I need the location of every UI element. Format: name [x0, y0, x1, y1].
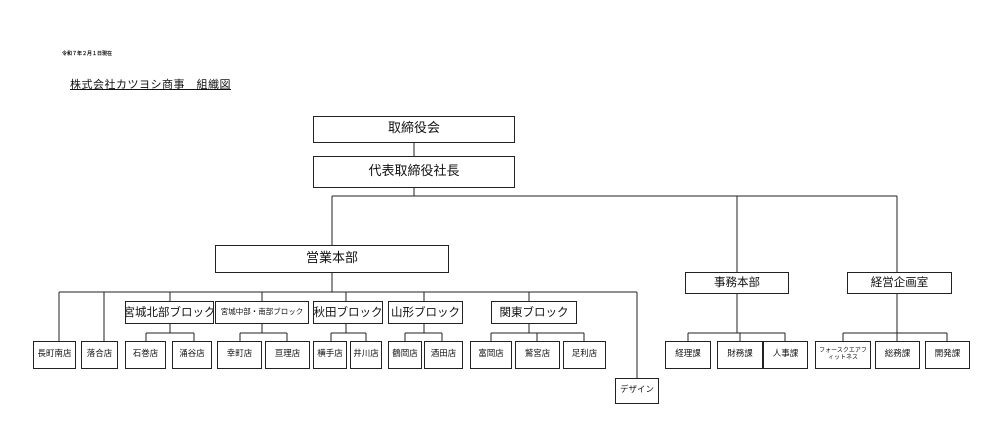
node-kanto-block: 関東ブロック: [491, 301, 577, 324]
chart-title: 株式会社カツヨシ商事 組織図: [70, 78, 231, 91]
node-ishinomaki-store: 石巻店: [125, 341, 166, 369]
node-board: 取締役会: [313, 116, 515, 143]
node-watari-store: 亘理店: [265, 341, 310, 369]
node-admin-hq: 事務本部: [685, 272, 789, 294]
node-yokote-store: 横手店: [313, 341, 347, 369]
node-miyagi-north-block: 宮城北部ブロック: [125, 301, 214, 324]
node-akita-block: 秋田ブロック: [313, 301, 383, 324]
node-foursquare-fitness: フォースクエアフィットネス: [815, 341, 871, 369]
node-washinomiya-store: 鷲宮店: [515, 341, 560, 369]
node-wakuya-store: 涌谷店: [172, 341, 212, 369]
node-development-section: 開発課: [925, 341, 970, 369]
node-finance-section: 財務課: [717, 341, 763, 369]
node-ikawa-store: 井川店: [350, 341, 382, 369]
node-nagamachi-minami-store: 長町南店: [33, 341, 76, 369]
node-yamagata-block: 山形ブロック: [388, 301, 463, 324]
node-hr-section: 人事課: [763, 341, 808, 369]
node-sales-hq: 営業本部: [215, 245, 449, 273]
node-planning-office: 経営企画室: [847, 272, 952, 294]
node-sakata-store: 酒田店: [424, 341, 463, 369]
node-ochiai-store: 落合店: [81, 341, 118, 369]
node-design: デザイン: [615, 378, 659, 404]
node-saiwaicho-store: 幸町店: [217, 341, 262, 369]
node-ashikaga-store: 足利店: [563, 341, 606, 369]
node-miyagi-central-south-block: 宮城中部・南部ブロック: [215, 301, 309, 324]
node-tomioka-store: 富岡店: [470, 341, 512, 369]
node-tsuruoka-store: 鶴岡店: [388, 341, 422, 369]
as-of-date: 令和７年２月１日現在: [62, 51, 113, 57]
node-accounting-section: 経理課: [665, 341, 711, 369]
node-president: 代表取締役社長: [313, 156, 515, 188]
node-general-affairs-section: 総務課: [875, 341, 920, 369]
